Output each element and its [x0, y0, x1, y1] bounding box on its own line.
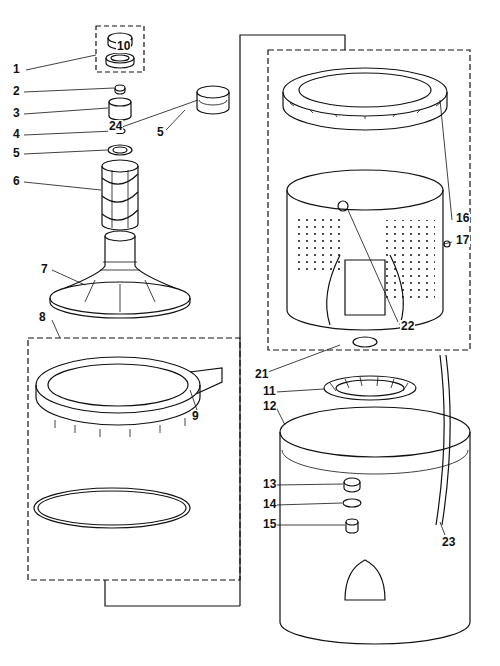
callout-number: 16: [455, 212, 470, 225]
callout-number: 7: [40, 263, 49, 276]
callout-number: 8: [38, 311, 47, 324]
callout-number: 5: [156, 126, 165, 139]
callout-number: 4: [12, 128, 21, 141]
callout-number: 22: [400, 320, 415, 333]
callout-number: 12: [262, 400, 277, 413]
callout-number: 10: [116, 40, 131, 53]
callout-number: 21: [254, 368, 269, 381]
callout-number: 24: [108, 120, 123, 133]
callout-number: 1: [12, 63, 21, 76]
callout-number: 13: [262, 478, 277, 491]
callout-number: 5: [12, 147, 21, 160]
callout-number: 23: [441, 536, 456, 549]
callout-number: 3: [12, 107, 21, 120]
callout-number: 2: [12, 85, 21, 98]
callout-number: 11: [262, 385, 277, 398]
callout-number: 9: [191, 410, 200, 423]
callout-number: 15: [262, 518, 277, 531]
callout-number: 17: [455, 234, 470, 247]
callout-number: 6: [12, 175, 21, 188]
callout-number: 14: [262, 498, 277, 511]
